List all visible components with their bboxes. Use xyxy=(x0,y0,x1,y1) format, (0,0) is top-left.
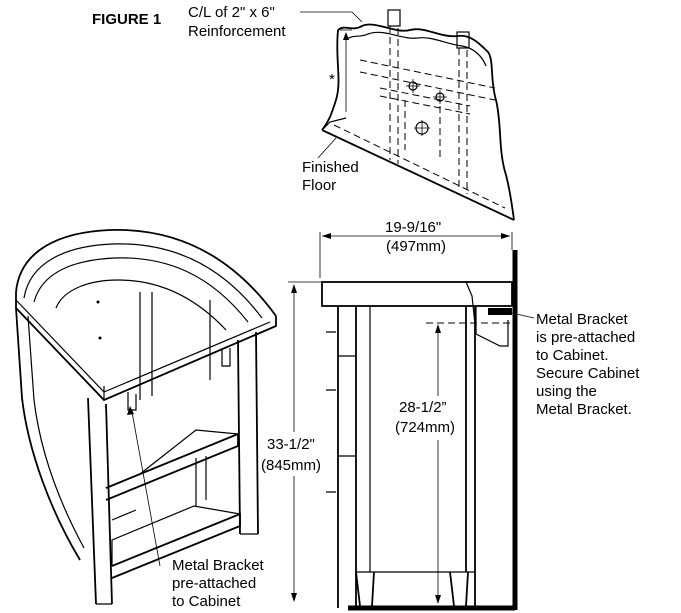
cabinet-top-front xyxy=(15,292,277,402)
stud-right-hidden xyxy=(458,48,468,194)
bracket-tab-left xyxy=(127,392,137,411)
cabinet-top-side-inner xyxy=(103,321,271,393)
height-mm: (845mm) xyxy=(261,457,321,474)
wall-inner-edge xyxy=(345,31,487,67)
floor-label-line-2: Floor xyxy=(302,177,336,194)
right-callout-line-5: using the xyxy=(536,383,597,400)
screw-dot-1 xyxy=(98,336,102,340)
height-arrow-top xyxy=(291,284,297,293)
right-callout-line-4: Secure Cabinet xyxy=(536,365,640,382)
cabinet-front-right-leg xyxy=(237,331,259,535)
stud-top-right xyxy=(456,31,470,49)
cabinet-left-panel-inner xyxy=(27,315,85,549)
depth-mm: (497mm) xyxy=(386,238,446,255)
cabinet-back-face xyxy=(465,306,476,608)
bracket-height-inches: 28-1/2” xyxy=(399,399,447,416)
screw-dot-2 xyxy=(96,300,100,304)
wall-section-outline xyxy=(337,23,515,221)
bracket-tab-right xyxy=(221,348,231,367)
cabinet-bottom-shelf xyxy=(111,512,241,579)
depth-arrow-right xyxy=(501,233,510,239)
left-bracket-arrow xyxy=(127,406,134,415)
support-hidden xyxy=(379,87,471,115)
left-callout-line-2: pre-attached xyxy=(172,575,256,592)
asterisk-dim-arrow-top xyxy=(343,32,349,40)
right-callout-line-6: Metal Bracket. xyxy=(536,401,632,418)
cabinet-bottom-rail xyxy=(111,509,137,521)
cabinet-front-face xyxy=(337,306,357,608)
depth-ext-lines xyxy=(319,232,513,278)
height-inches: 33-1/2" xyxy=(267,436,315,453)
cabinet-bottom-post xyxy=(195,456,207,506)
sink-bowl-profile xyxy=(465,281,509,347)
countertop xyxy=(321,281,513,307)
reinforcement-label-line-1: C/L of 2" x 6" xyxy=(188,4,275,21)
figure-label: FIGURE 1 xyxy=(92,11,161,28)
bracket-height-mm: (724mm) xyxy=(395,419,455,436)
side-rails xyxy=(338,355,356,457)
cabinet-leg-feet xyxy=(96,533,258,605)
right-callout-line-3: to Cabinet. xyxy=(536,347,609,364)
cabinet-front-leg-side xyxy=(355,571,375,607)
reinforcement-leader xyxy=(300,11,363,23)
left-callout-line-3: to Cabinet xyxy=(172,593,241,610)
cabinet-left-panel xyxy=(15,307,81,561)
bracket-height-arrow-bottom xyxy=(435,595,441,604)
stud-left-hidden xyxy=(389,26,399,164)
left-callout-line-1: Metal Bracket xyxy=(172,557,265,574)
cabinet-shelf-top xyxy=(105,429,239,489)
floor-hidden-line xyxy=(333,124,506,209)
bracket-outline-hidden xyxy=(404,100,441,160)
cabinet-opening xyxy=(55,279,227,331)
bracket-height-label-bg xyxy=(394,396,462,440)
wall-reinforcement-detail: FIGURE 1 C/L of 2" x 6" Reinforcement * xyxy=(92,4,515,221)
floor-line xyxy=(321,129,515,221)
cabinet-rim-outer xyxy=(15,229,277,317)
left-bracket-leader xyxy=(131,411,161,567)
asterisk-marker: * xyxy=(329,71,335,88)
right-callout-line-2: is pre-attached xyxy=(536,329,635,346)
depth-inches: 19-9/16" xyxy=(385,219,441,236)
cabinet-bottom-shelf-back xyxy=(111,505,241,566)
metal-bracket xyxy=(488,308,512,315)
side-elevation: 19-9/16" (497mm) 33-1/2" (845mm) 28-1/2”… xyxy=(261,219,640,611)
cabinet-rim-inner-1 xyxy=(23,243,263,319)
reinforcement-hidden xyxy=(359,59,496,101)
cabinet-front-left-leg xyxy=(87,397,113,605)
floor-corner xyxy=(321,117,347,131)
cabinet-middle-shelf xyxy=(105,432,239,501)
reinforcement-label-line-2: Reinforcement xyxy=(188,23,286,40)
cabinet-top-front-inner xyxy=(15,299,105,393)
height-label-bg xyxy=(262,432,336,476)
cabinet-rim-inner-2 xyxy=(33,257,249,323)
floor-label-line-1: Finished xyxy=(302,159,359,176)
depth-arrow-left xyxy=(322,233,331,239)
cabinet-back-leg xyxy=(139,292,153,400)
hole-crosshairs xyxy=(406,79,447,136)
cabinet-isometric: Metal Bracket pre-attached to Cabinet xyxy=(15,229,277,610)
wall-left-edge xyxy=(321,29,340,131)
stud-top-left xyxy=(387,9,401,27)
bracket-height-arrow-top xyxy=(435,324,441,333)
right-bracket-leader xyxy=(511,312,535,319)
cabinet-back-leg-side xyxy=(449,571,469,607)
height-arrow-bottom xyxy=(291,593,297,602)
shelf-pins xyxy=(326,331,336,493)
right-callout-line-1: Metal Bracket xyxy=(536,311,629,328)
floor-leader xyxy=(317,137,337,159)
